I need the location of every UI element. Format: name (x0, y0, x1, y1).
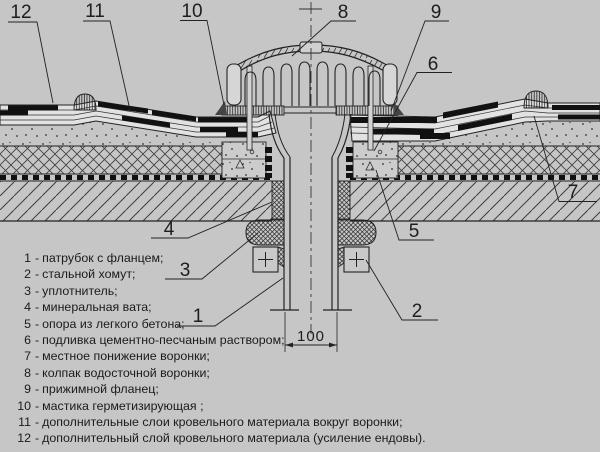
legend-item-text: дополнительный слой кровельного материал… (42, 431, 426, 446)
leader-4 (151, 201, 273, 239)
dimension-100: 100 (284, 312, 338, 352)
legend-item-text: минеральная вата; (42, 300, 152, 315)
leader-5 (375, 169, 434, 241)
leader-7 (533, 115, 597, 202)
legend-item-dash: - (35, 365, 40, 380)
legend-item: 12 - дополнительный слой кровельного мат… (10, 430, 440, 446)
callout-1: 1 (193, 306, 204, 327)
legend-item-text: подливка цементно-песчаным раствором; (42, 333, 285, 348)
callout-7: 7 (568, 182, 579, 203)
clamping-flange (221, 105, 399, 116)
legend-item-number: 12 (17, 431, 31, 446)
legend-item-dash: - (35, 333, 40, 348)
legend-item-text: стальной хомут; (42, 267, 136, 282)
centerline (299, 2, 322, 334)
legend-item: 7 - местное понижение воронки; (10, 348, 440, 364)
membrane-roll-edge-right (523, 90, 549, 109)
leader-1 (177, 277, 284, 327)
legend-item-text: уплотнитель; (42, 283, 118, 298)
callout-2: 2 (412, 301, 423, 322)
legend-item-text: мастика герметизирующая ; (42, 398, 204, 413)
callout-10: 10 (181, 1, 202, 22)
drain-cap (226, 41, 398, 151)
cap-rim-right (382, 63, 398, 106)
legend-item-number: 4 (24, 300, 31, 315)
legend-item-number: 10 (17, 398, 31, 413)
legend-item-text: опора из легкого бетона; (42, 316, 185, 331)
legend-item-text: дополнительные слои кровельного материал… (42, 415, 403, 430)
callout-leaders (8, 20, 597, 327)
leader-10 (180, 20, 225, 106)
drain-pipe (268, 113, 352, 311)
leader-3 (165, 232, 259, 280)
legend-list: 1 - патрубок с фланцем; 2 - стальной хом… (10, 250, 440, 447)
legend-item: 5 - опора из легкого бетона; (10, 316, 440, 332)
legend-item-number: 6 (24, 333, 31, 348)
legend-item: 8 - колпак водосточной воронки; (10, 365, 440, 381)
legend-item-dash: - (35, 415, 40, 430)
steel-clamp (252, 246, 370, 273)
legend-item-text: патрубок с фланцем; (42, 251, 164, 265)
legend-item: 3 - уплотнитель; (10, 283, 440, 299)
legend-item: 10 - мастика герметизирующая ; (10, 398, 440, 414)
callout-11: 11 (85, 1, 105, 22)
leader-12 (8, 21, 54, 104)
legend-item-text: прижимной фланец; (42, 382, 159, 397)
leader-11 (83, 20, 131, 111)
legend-item-dash: - (35, 300, 40, 315)
callout-4: 4 (164, 219, 175, 240)
leader-8 (291, 20, 356, 57)
legend-item: 6 - подливка цементно-песчаным раствором… (10, 332, 440, 348)
leader-9 (390, 20, 449, 112)
legend-item: 9 - прижимной фланец; (10, 381, 440, 397)
callout-5: 5 (409, 221, 420, 242)
legend-item-dash: - (35, 382, 40, 397)
legend-item: 4 - минеральная вата; (10, 299, 440, 315)
callout-6: 6 (428, 54, 439, 75)
legend-item-number: 3 (24, 283, 31, 298)
legend-item: 2 - стальной хомут; (10, 266, 440, 282)
legend-item-text: местное понижение воронки; (42, 349, 210, 364)
insulation-layer (0, 142, 600, 178)
cap-bolt-right (367, 65, 374, 151)
legend-item-number: 9 (24, 382, 31, 397)
seal-gasket (245, 219, 377, 246)
cap-rim-left (226, 63, 242, 106)
roofing-layers-right (349, 98, 600, 142)
leader-6 (373, 72, 452, 152)
legend-item-text: колпак водосточной воронки; (42, 365, 210, 380)
membrane-roll-edge-left (73, 93, 97, 111)
callout-12: 12 (10, 2, 31, 23)
leader-2 (365, 259, 438, 321)
legend-item-number: 8 (24, 365, 31, 380)
legend-item-dash: - (35, 267, 40, 282)
callout-8: 8 (338, 2, 349, 23)
screed-layer (0, 121, 600, 146)
cap-grille-fingers (244, 61, 381, 106)
legend-item-number: 5 (24, 316, 31, 331)
legend-item-dash: - (35, 398, 40, 413)
legend-item-number: 1 (24, 251, 31, 265)
mineral-wool-pipe-wrap (271, 180, 351, 220)
legend-item: 11 - дополнительные слои кровельного мат… (10, 414, 440, 430)
callout-numbers: 12 11 10 8 9 6 7 5 4 3 2 1 (10, 1, 578, 327)
legend-item-dash: - (35, 316, 40, 331)
dimension-value: 100 (297, 328, 325, 345)
legend-item-dash: - (35, 283, 40, 298)
cap-bolt-left (246, 65, 253, 151)
legend-item-number: 7 (24, 349, 31, 364)
legend-item-dash: - (35, 349, 40, 364)
legend-item-number: 11 (18, 415, 31, 430)
legend-item-number: 2 (24, 267, 31, 282)
legend-item: 1 - патрубок с фланцем; (10, 250, 440, 266)
legend-item-dash: - (35, 431, 40, 446)
callout-3: 3 (180, 260, 191, 281)
callout-9: 9 (431, 2, 442, 23)
concrete-slab-hatch (0, 180, 600, 222)
roofing-layers-left (0, 100, 277, 138)
support-block-left (221, 141, 272, 179)
legend-item-dash: - (35, 251, 40, 265)
